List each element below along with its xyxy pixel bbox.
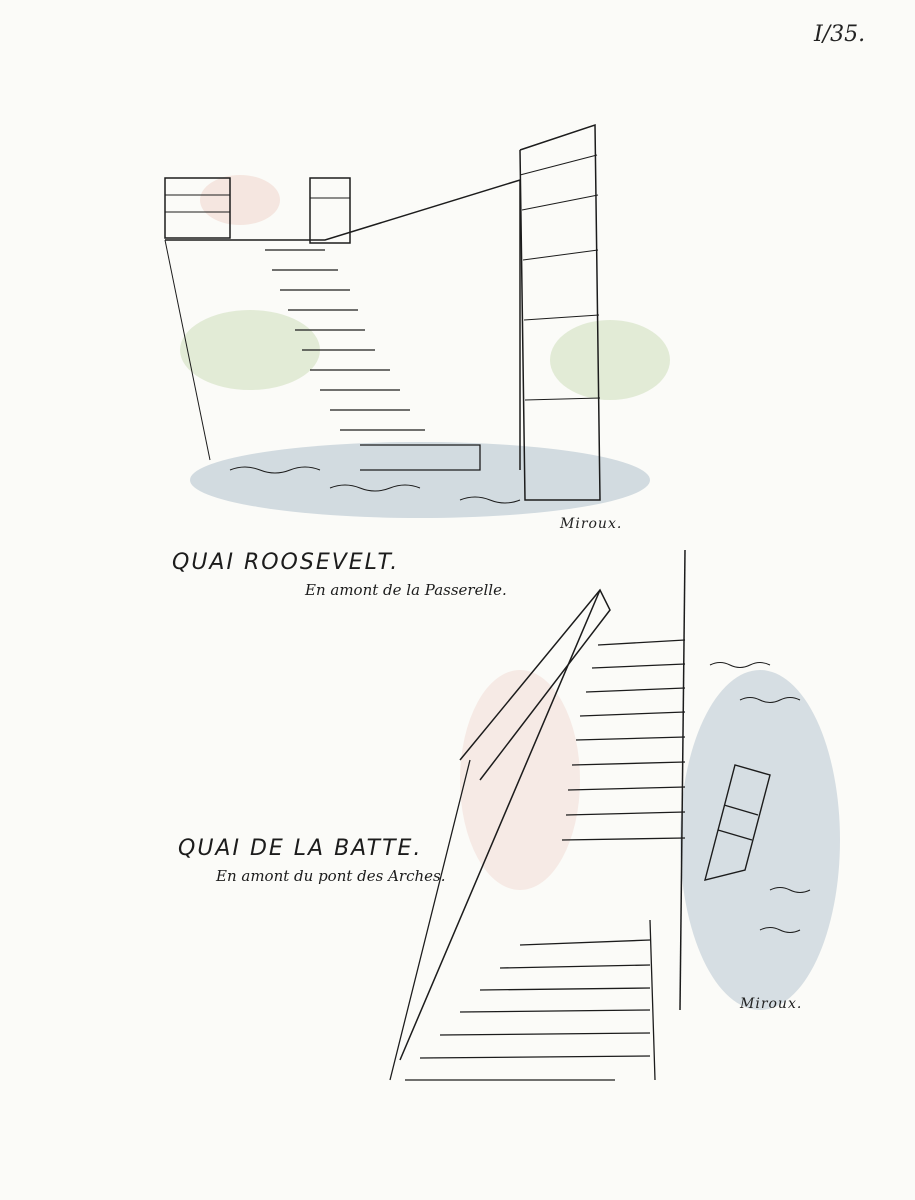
quai-de-la-batte-sketch [389, 549, 840, 1081]
caption-subtitle: En amont du pont des Arches. [216, 867, 446, 885]
artist-signature: Miroux. [740, 996, 803, 1012]
quai-roosevelt-sketch [164, 123, 670, 518]
blush-wash [200, 175, 280, 225]
water-wash [190, 442, 650, 518]
middle-pillar [309, 177, 351, 244]
lower-steps [405, 919, 656, 1081]
caption-quai-roosevelt: QUAI ROOSEVELT. En amont de la Passerell… [172, 550, 507, 599]
river-ripples [709, 662, 811, 933]
quay-wall [459, 588, 611, 781]
wall-blush [460, 670, 580, 890]
caption-quai-de-la-batte: QUAI DE LA BATTE. En amont du pont des A… [178, 836, 446, 885]
artist-signature: Miroux. [560, 516, 623, 532]
caption-title: QUAI ROOSEVELT. [172, 550, 400, 575]
right-tower [519, 123, 601, 501]
left-pillar [164, 177, 231, 239]
back-wall [165, 178, 521, 470]
foliage-wash-right [550, 320, 670, 400]
page-number: I/35. [814, 22, 866, 47]
water-ripples [229, 466, 521, 504]
river-wash [680, 670, 840, 1010]
caption-subtitle: En amont de la Passerelle. [305, 581, 507, 599]
upper-steps [561, 639, 686, 841]
caption-title: QUAI DE LA BATTE. [178, 836, 423, 861]
foliage-wash [180, 310, 320, 390]
staircase [265, 249, 481, 471]
boat [704, 764, 771, 881]
